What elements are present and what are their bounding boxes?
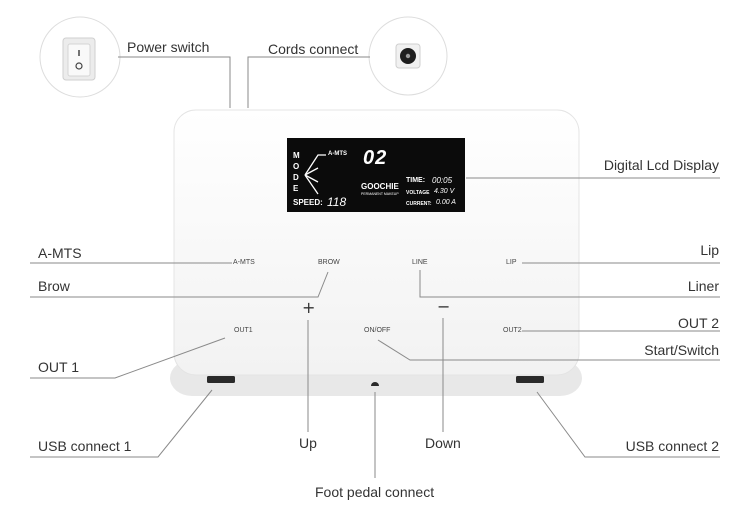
callout-out2: OUT 2 bbox=[678, 315, 719, 331]
panel-label-out2: OUT2 bbox=[503, 327, 522, 334]
lcd-mode-d: D bbox=[293, 173, 299, 182]
leader-power-switch bbox=[118, 56, 231, 108]
lcd-screen bbox=[287, 138, 465, 212]
leader-start-switch bbox=[377, 339, 720, 361]
panel-minus-sign: − bbox=[437, 297, 451, 316]
callout-liner: Liner bbox=[687, 278, 719, 294]
panel-label-lip: LIP bbox=[506, 259, 517, 266]
lcd-speed-value: 118 bbox=[327, 195, 347, 209]
lcd-mode-e: E bbox=[293, 184, 299, 193]
lcd-voltage-value: 4.30 V bbox=[434, 188, 455, 195]
lcd-mode-o: O bbox=[293, 162, 300, 171]
callout-down: Down bbox=[425, 435, 461, 451]
callout-start-switch: Start/Switch bbox=[644, 342, 719, 358]
callout-brow: Brow bbox=[38, 278, 70, 294]
callout-usb2: USB connect 2 bbox=[625, 438, 719, 454]
lcd-mode-m: M bbox=[293, 151, 300, 160]
panel-label-out1: OUT1 bbox=[234, 327, 253, 334]
rocker-switch-inner bbox=[67, 43, 91, 77]
lcd-a-mts: A-MTS bbox=[328, 151, 347, 157]
callout-lcd-display: Digital Lcd Display bbox=[603, 157, 719, 173]
lcd-brand-sub: PERMANENT MAKEUP bbox=[361, 192, 399, 196]
device-body bbox=[173, 109, 580, 376]
lcd-voltage-label: VOLTAGE bbox=[406, 190, 430, 196]
lcd-speed-label: SPEED: bbox=[293, 198, 323, 207]
lcd-time-label: TIME: bbox=[406, 177, 426, 184]
leader-lines bbox=[30, 56, 720, 478]
leader-brow bbox=[30, 271, 329, 298]
panel-label-on-off: ON/OFF bbox=[364, 327, 391, 334]
callout-out1: OUT 1 bbox=[38, 359, 79, 375]
panel-plus-sign: + bbox=[302, 298, 316, 317]
leader-usb1 bbox=[30, 389, 213, 458]
lcd-brand: GOOCHIE bbox=[361, 182, 399, 191]
callout-lip: Lip bbox=[700, 242, 719, 258]
leader-out1 bbox=[30, 337, 226, 379]
callout-cords-connect: Cords connect bbox=[268, 41, 359, 57]
dc-jack-pin bbox=[405, 53, 411, 59]
usb-port-2 bbox=[516, 376, 544, 383]
usb-port-1 bbox=[207, 376, 235, 383]
callout-usb1: USB connect 1 bbox=[38, 438, 132, 454]
lcd-current-label: CURRENT: bbox=[406, 201, 432, 207]
lcd-time-value: 00:05 bbox=[432, 176, 453, 185]
lcd-current-value: 0.00 A bbox=[436, 199, 456, 206]
callout-power-switch: Power switch bbox=[127, 39, 210, 55]
rocker-off-mark bbox=[75, 62, 83, 70]
panel-label-line: LINE bbox=[412, 259, 428, 266]
leader-cords-connect bbox=[247, 56, 370, 108]
callout-up: Up bbox=[299, 435, 317, 451]
lcd-number: 02 bbox=[363, 147, 388, 169]
callout-foot-pedal: Foot pedal connect bbox=[315, 484, 435, 500]
leader-liner bbox=[419, 270, 720, 298]
lcd-mode-label: M O D E bbox=[293, 150, 300, 194]
leader-usb2 bbox=[536, 391, 720, 458]
panel-label-a-mts: A-MTS bbox=[233, 259, 255, 266]
callout-a-mts: A-MTS bbox=[38, 245, 82, 261]
panel-label-brow: BROW bbox=[318, 259, 340, 266]
lcd-mode-fan bbox=[304, 154, 326, 195]
foot-pedal-jack bbox=[371, 382, 379, 386]
